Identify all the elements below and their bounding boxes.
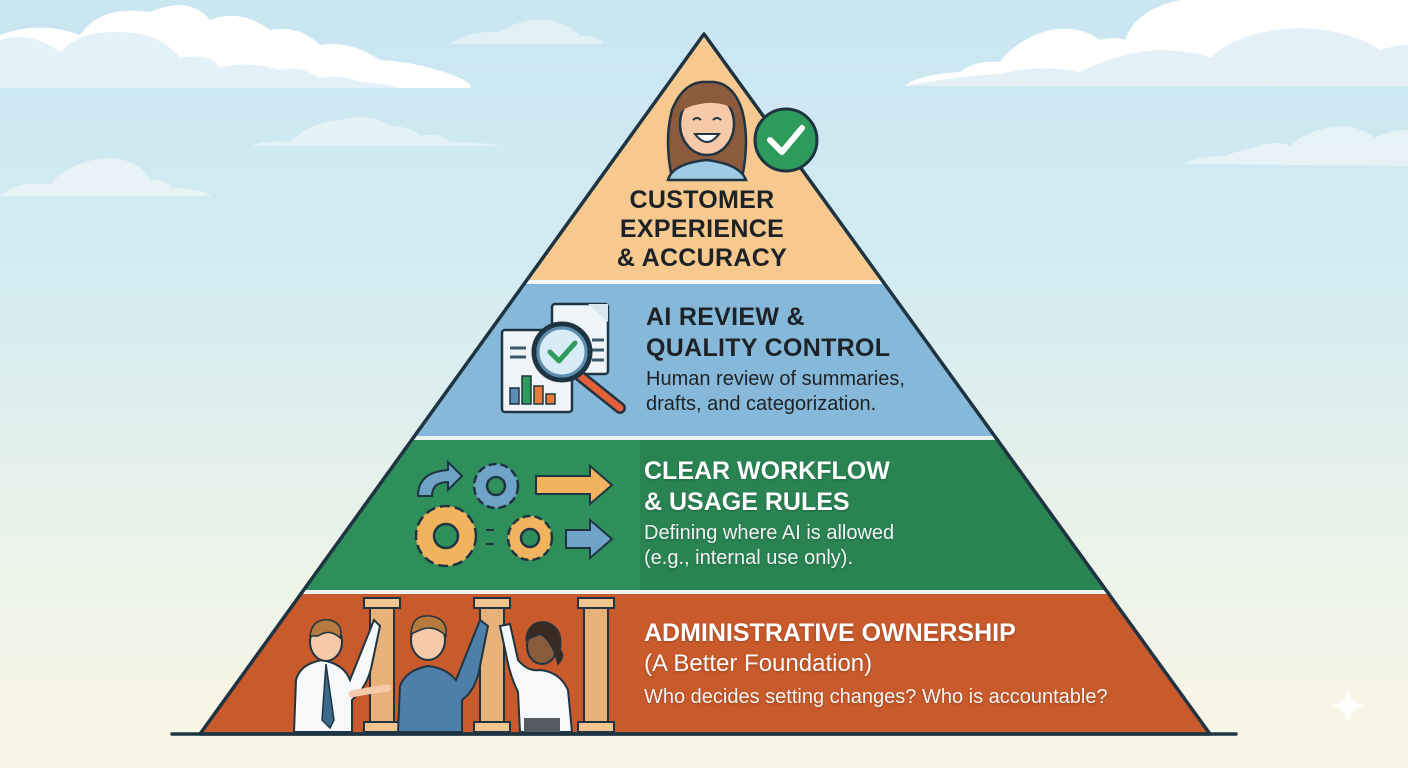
arrow-right-orange-icon (535, 463, 614, 507)
cloud-small-left (0, 158, 212, 196)
person-middle-icon (396, 615, 490, 733)
gear-orange-small-icon (506, 514, 554, 562)
gears-and-arrows-icon (414, 459, 614, 568)
checkmark-badge-icon (753, 107, 819, 173)
tier-top-title: CUSTOMER EXPERIENCE & ACCURACY (570, 186, 834, 273)
tier-top-title-line-1: CUSTOMER (629, 186, 775, 214)
person-left-icon (292, 618, 392, 733)
gear-orange-large-icon (414, 504, 478, 568)
cloud-top-left-back (0, 31, 400, 88)
tier-workflow-description-line-2: (e.g., internal use only). (644, 547, 853, 569)
arrow-right-blue-icon (565, 517, 614, 561)
tier-base-subtitle: (A Better Foundation) (644, 650, 873, 677)
pillar-icon (577, 597, 615, 733)
tier-top-title-line-3: & ACCURACY (616, 244, 788, 272)
tier-review-title-line-2: QUALITY CONTROL (646, 334, 891, 362)
tier-review-description-line-1: Human review of summaries, (646, 368, 905, 390)
tier-review-title-line-1: AI REVIEW & (646, 303, 805, 331)
tier-base-title: ADMINISTRATIVE OWNERSHIP (644, 619, 1016, 647)
customer-avatar-icon (666, 80, 748, 182)
sparkle-icon (1330, 688, 1366, 724)
cloud-top-right-back (904, 28, 1408, 86)
tier-review-text: AI REVIEW & QUALITY CONTROL Human review… (646, 302, 905, 417)
cloud-mid-left (252, 117, 502, 146)
people-holding-pillars-icon (292, 597, 615, 733)
cloud-right (1184, 126, 1408, 166)
document-magnifier-check-icon (500, 302, 626, 414)
person-right-icon (498, 621, 574, 733)
tier-review-description-line-2: drafts, and categorization. (646, 393, 877, 415)
gear-blue-icon (472, 462, 520, 510)
tier-workflow-text: CLEAR WORKFLOW & USAGE RULES Defining wh… (644, 456, 894, 571)
tier-workflow-description-line-1: Defining where AI is allowed (644, 522, 895, 544)
tier-workflow-title-line-1: CLEAR WORKFLOW (644, 457, 890, 485)
tier-base-description: Who decides setting changes? Who is acco… (644, 686, 1108, 708)
cloud-top-mid (450, 19, 604, 44)
tier-top-title-line-2: EXPERIENCE (619, 215, 785, 243)
tier-workflow-title-line-2: & USAGE RULES (644, 488, 850, 516)
tier-base-text: ADMINISTRATIVE OWNERSHIP (A Better Found… (644, 618, 1108, 710)
